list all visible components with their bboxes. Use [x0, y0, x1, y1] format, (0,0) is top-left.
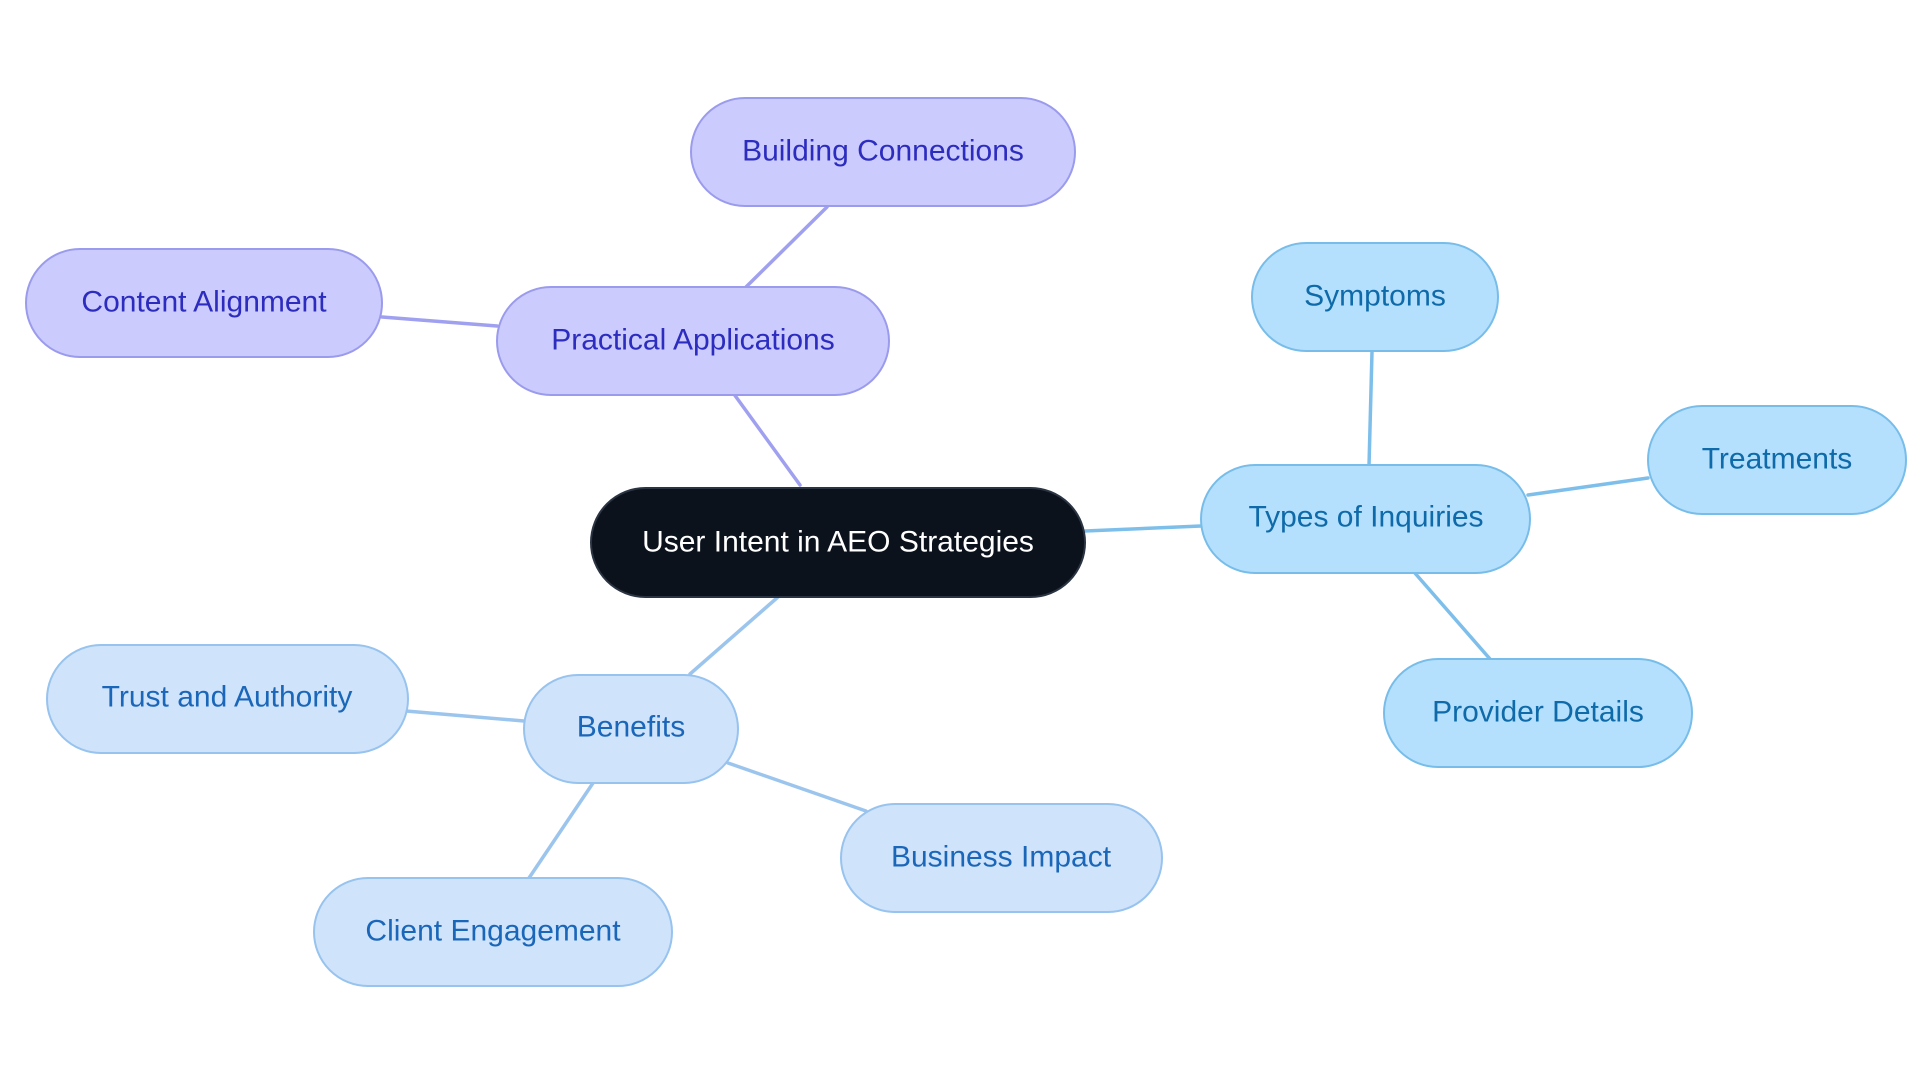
node-benefits-label: Benefits [577, 711, 685, 744]
connector-lines [380, 205, 1650, 880]
edge-benefits-trust-authority [404, 709, 526, 723]
node-client-engagement[interactable]: Client Engagement [313, 877, 673, 987]
node-client-engagement-label: Client Engagement [365, 915, 621, 948]
node-benefits[interactable]: Benefits [523, 674, 739, 784]
node-types-of-inquiries-label: Types of Inquiries [1248, 501, 1483, 534]
node-business-impact-label: Business Impact [891, 841, 1112, 874]
node-symptoms-label: Symptoms [1304, 280, 1446, 313]
edge-inquiries-provider-details [1412, 570, 1492, 661]
node-trust-and-authority-label: Trust and Authority [102, 681, 353, 714]
edge-root-benefits [688, 595, 780, 676]
edge-root-practical-applications [729, 388, 802, 487]
node-content-alignment-label: Content Alignment [81, 286, 327, 319]
node-trust-and-authority[interactable]: Trust and Authority [46, 644, 409, 754]
edge-root-types-of-inquiries [1083, 524, 1203, 533]
node-provider-details[interactable]: Provider Details [1383, 658, 1693, 768]
node-building-connections[interactable]: Building Connections [690, 97, 1076, 207]
edge-practical-content-alignment [380, 315, 499, 328]
edge-practical-building-connections [744, 205, 829, 289]
node-practical-applications-label: Practical Applications [551, 324, 834, 357]
node-provider-details-label: Provider Details [1432, 696, 1644, 729]
nodes: User Intent in AEO Strategies Practical … [25, 97, 1907, 987]
node-treatments[interactable]: Treatments [1647, 405, 1907, 515]
node-treatments-label: Treatments [1702, 443, 1853, 476]
node-building-connections-label: Building Connections [742, 135, 1024, 168]
node-symptoms[interactable]: Symptoms [1251, 242, 1499, 352]
edge-inquiries-symptoms [1367, 350, 1374, 468]
root-node-label: User Intent in AEO Strategies [642, 526, 1034, 559]
node-practical-applications[interactable]: Practical Applications [496, 286, 890, 396]
node-types-of-inquiries[interactable]: Types of Inquiries [1200, 464, 1531, 574]
root-node[interactable]: User Intent in AEO Strategies [590, 487, 1086, 598]
edge-benefits-client-engagement [527, 781, 595, 880]
node-content-alignment[interactable]: Content Alignment [25, 248, 383, 358]
edge-inquiries-treatments [1526, 476, 1650, 497]
edge-benefits-business-impact [726, 761, 868, 813]
node-business-impact[interactable]: Business Impact [840, 803, 1163, 913]
